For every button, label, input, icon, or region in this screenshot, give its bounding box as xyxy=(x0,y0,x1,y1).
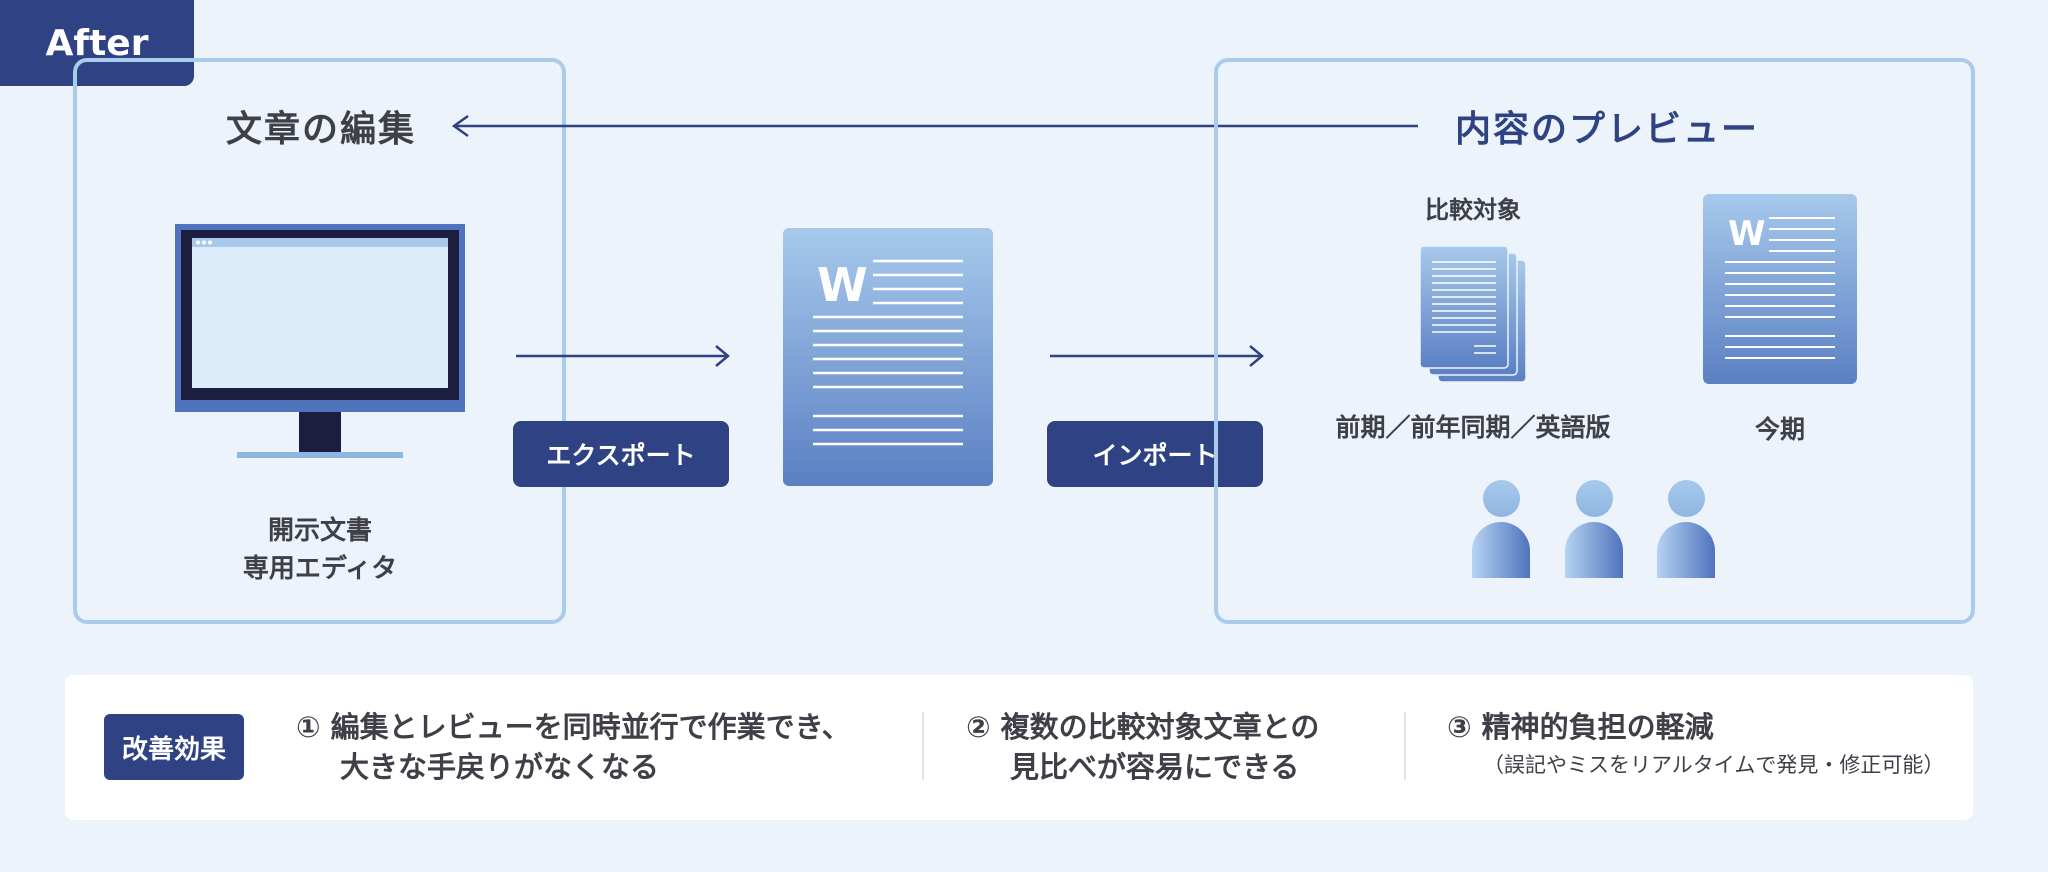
person-body xyxy=(1472,522,1530,578)
reviewer-person-icon-3 xyxy=(1657,480,1715,580)
person-body xyxy=(1657,522,1715,578)
edit-panel xyxy=(73,58,566,624)
reviewer-person-icon-2 xyxy=(1565,480,1623,580)
monitor-icon xyxy=(175,224,465,459)
current-caption: 今期 xyxy=(1754,415,1805,444)
import-arrow xyxy=(1050,344,1265,368)
effect-text-3-sub: （誤記やミスをリアルタイムで発見・修正可能） xyxy=(1483,753,1945,777)
preview-panel xyxy=(1214,58,1975,624)
compare-caption: 前期／前年同期／英語版 xyxy=(1335,413,1611,442)
export-button: エクスポート xyxy=(513,421,729,487)
current-word-letter: W xyxy=(1728,214,1766,254)
compare-label: 比較対象 xyxy=(1425,196,1521,224)
current-document-icon: W xyxy=(1703,194,1857,384)
reviewer-person-icon-1 xyxy=(1472,480,1530,580)
import-button: インポート xyxy=(1047,421,1263,487)
edit-panel-title: 文章の編集 xyxy=(226,109,417,150)
editor-caption-line2: 専用エディタ xyxy=(242,554,398,584)
effect-text-2a: 複数の比較対象文章との xyxy=(1000,710,1320,744)
effect-text-1b: 大きな手戻りがなくなる xyxy=(340,750,660,784)
effect-item-3: ③ 精神的負担の軽減 （誤記やミスをリアルタイムで発見・修正可能） xyxy=(1447,707,1944,779)
effects-card xyxy=(65,675,1973,820)
effect-text-2b: 見比べが容易にできる xyxy=(1010,750,1300,784)
person-head xyxy=(1668,480,1705,517)
editor-caption-line1: 開示文書 xyxy=(267,516,372,546)
effect-text-3a: 精神的負担の軽減 xyxy=(1481,710,1714,744)
word-letter: W xyxy=(817,258,868,312)
word-document-icon: W xyxy=(783,228,993,486)
effect-number-3: ③ xyxy=(1447,710,1472,744)
person-head xyxy=(1576,480,1613,517)
effect-text-1a: 編集とレビューを同時並行で作業でき、 xyxy=(330,710,851,744)
person-head xyxy=(1483,480,1520,517)
effects-badge: 改善効果 xyxy=(104,714,244,780)
effect-number-2: ② xyxy=(966,710,991,744)
editor-caption: 開示文書 専用エディタ xyxy=(200,512,440,588)
return-arrow xyxy=(450,112,1420,142)
person-body xyxy=(1565,522,1623,578)
effect-item-1: ① 編集とレビューを同時並行で作業でき、 大きな手戻りがなくなる xyxy=(296,707,851,787)
divider-1 xyxy=(922,712,924,780)
preview-panel-title: 内容のプレビュー xyxy=(1455,109,1760,150)
effect-item-2: ② 複数の比較対象文章との 見比べが容易にできる xyxy=(966,707,1319,787)
divider-2 xyxy=(1404,712,1406,780)
after-tag: After xyxy=(0,0,194,86)
stacked-documents-icon xyxy=(1419,245,1528,386)
export-arrow xyxy=(516,344,731,368)
effect-number-1: ① xyxy=(296,710,321,744)
